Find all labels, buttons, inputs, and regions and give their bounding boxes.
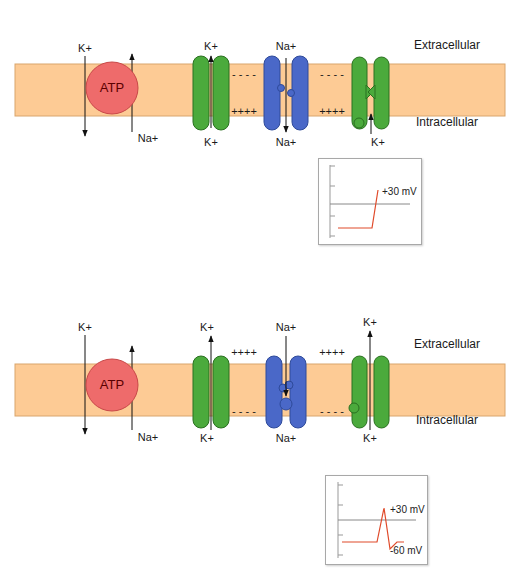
- ion-label: - - - -: [232, 68, 256, 80]
- inactivation-ball: [354, 118, 364, 128]
- graph-tick: [338, 555, 343, 556]
- pump-label: ATP: [100, 378, 124, 392]
- ion-label: Na+: [276, 136, 297, 148]
- voltage-label: +30 mV: [382, 186, 417, 197]
- potassium-channel: [193, 356, 209, 428]
- ion-label: ++++: [319, 105, 345, 117]
- region-label: Extracellular: [414, 39, 480, 52]
- graph-axis: [330, 165, 331, 238]
- ion-flow-arrow: [211, 56, 212, 128]
- channel-gate: [368, 85, 375, 99]
- graph-tick: [330, 236, 335, 237]
- potassium-channel: [213, 356, 229, 428]
- sodium-channel: [264, 56, 280, 130]
- ion-flow-arrow: [211, 336, 212, 430]
- graph-tick: [330, 166, 335, 167]
- potential-inset: +30 mV: [318, 158, 422, 245]
- graph-tick: [330, 186, 335, 187]
- graph-tick: [330, 216, 335, 217]
- region-label: Intracellular: [416, 414, 478, 427]
- atp-pump: ATP: [85, 61, 139, 115]
- ion-flow-arrow: [370, 331, 371, 430]
- ion-label: K+: [204, 136, 218, 148]
- ion-flow-arrow: [371, 114, 372, 134]
- potassium-channel: [352, 57, 367, 129]
- potassium-channel: [352, 356, 367, 428]
- ion-label: ++++: [319, 346, 345, 358]
- pump-circle: [86, 359, 138, 411]
- region-label: Intracellular: [416, 116, 478, 129]
- ion-flow-arrow: [85, 56, 86, 136]
- ion-label: - - - -: [320, 405, 344, 417]
- sodium-channel: [266, 356, 282, 428]
- ion-label: K+: [363, 432, 377, 444]
- graph-tick: [338, 535, 343, 536]
- graph-tick: [338, 505, 343, 506]
- graph-tick: [338, 485, 343, 486]
- graph-baseline: [338, 520, 416, 521]
- ion-label: Na+: [276, 321, 297, 333]
- ion-label: Na+: [138, 132, 159, 144]
- ion-label: ++++: [231, 105, 257, 117]
- region-label: Extracellular: [414, 338, 480, 351]
- pump-label: ATP: [100, 81, 124, 95]
- ion-flow-arrow: [286, 336, 287, 396]
- voltage-trace: [338, 190, 378, 228]
- ion-label: - - - -: [232, 405, 256, 417]
- potassium-channel: [193, 56, 209, 130]
- ion-label: - - - -: [320, 68, 344, 80]
- ion-label: K+: [200, 432, 214, 444]
- pump-circle: [86, 62, 138, 114]
- ion-label: K+: [200, 321, 214, 333]
- potassium-channel: [374, 57, 389, 129]
- ion-label: K+: [363, 316, 377, 328]
- ion-flow-arrow: [286, 58, 287, 132]
- potassium-channel: [213, 56, 229, 130]
- sodium-channel: [290, 356, 306, 428]
- ion-label: K+: [371, 136, 385, 148]
- potassium-channel: [374, 356, 389, 428]
- voltage-label: -60 mV: [390, 545, 422, 556]
- ion-label: K+: [78, 321, 92, 333]
- ion-label: Na+: [276, 40, 297, 52]
- inactivation-ball: [280, 398, 292, 410]
- ion-label: Na+: [138, 431, 159, 443]
- potential-inset: +30 mV -60 mV: [325, 475, 428, 565]
- ion-label: ++++: [231, 346, 257, 358]
- atp-pump: ATP: [85, 358, 139, 412]
- channel-gate: [278, 85, 285, 92]
- ion-label: Na+: [276, 432, 297, 444]
- ion-flow-arrow: [85, 335, 86, 434]
- inactivation-ball: [349, 403, 359, 413]
- ion-label: K+: [78, 42, 92, 54]
- voltage-label: +30 mV: [390, 504, 425, 515]
- channel-gate: [288, 90, 295, 97]
- ion-label: K+: [204, 40, 218, 52]
- graph-baseline: [330, 204, 410, 205]
